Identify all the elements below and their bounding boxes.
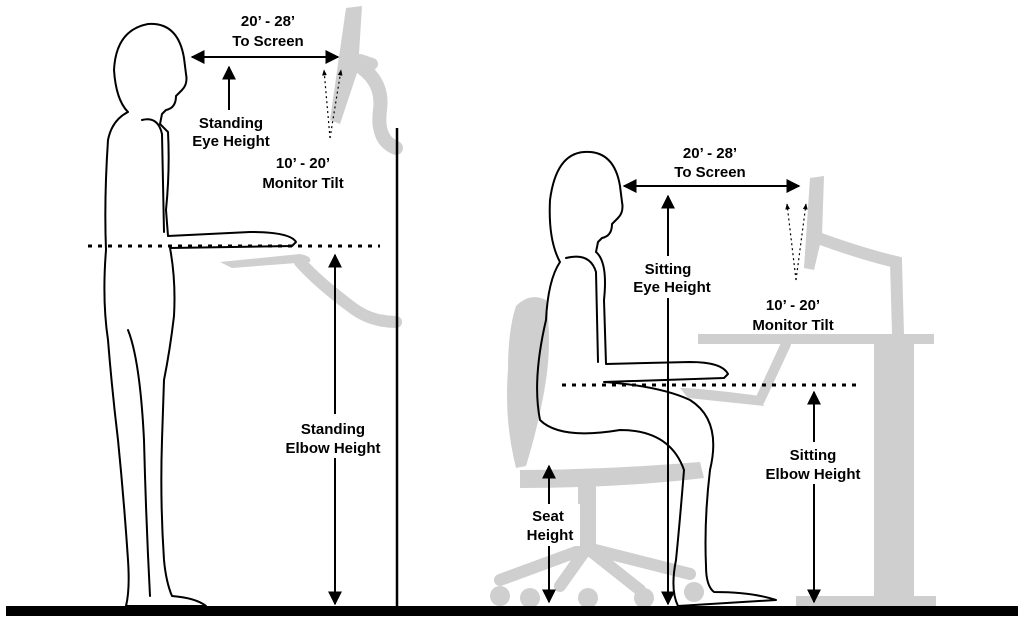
standing-elbow-label-bg: [282, 414, 388, 458]
sitting-figure: [536, 150, 777, 607]
sitting-eye-height-line1: Sitting: [645, 261, 692, 278]
sitting-elbow-line2: Elbow Height: [766, 466, 861, 483]
standing-elbow-line2: Elbow Height: [286, 440, 381, 457]
sitting-eye-label-bg: [620, 256, 716, 298]
standing-elbow-line1: Standing: [301, 421, 365, 438]
standing-eye-height-line1: Standing: [199, 115, 263, 132]
sitting-monitor: [804, 176, 904, 340]
standing-tilt-label: Monitor Tilt: [262, 175, 343, 192]
seat-label-bg: [518, 504, 580, 546]
sitting-tilt-range: 10’ - 20’: [766, 297, 820, 314]
sitting-to-screen-range: 20’ - 28’: [683, 145, 737, 162]
sitting-elbow-line1: Sitting: [790, 447, 837, 464]
standing-tilt-range: 10’ - 20’: [276, 155, 330, 172]
standing-to-screen-label: To Screen: [232, 33, 303, 50]
seat-height-line2: Height: [527, 527, 574, 544]
seat-height-line1: Seat: [532, 508, 564, 525]
sitting-tilt-indicator: [785, 203, 808, 281]
floor-line: [6, 606, 1018, 616]
standing-monitor: [330, 6, 403, 155]
standing-tilt-indicator: [322, 69, 343, 139]
standing-to-screen-range: 20’ - 28’: [241, 13, 295, 30]
sitting-tilt-label: Monitor Tilt: [752, 317, 833, 334]
sitting-eye-height-line2: Eye Height: [633, 279, 711, 296]
sitting-to-screen-label: To Screen: [674, 164, 745, 181]
sitting-keyboard-tray: [680, 339, 791, 406]
standing-eye-height-line2: Eye Height: [192, 133, 270, 150]
sitting-desk: [698, 334, 936, 608]
standing-keyboard-tray: [220, 254, 402, 328]
standing-figure: [103, 22, 297, 607]
sitting-elbow-label-bg: [756, 442, 872, 484]
